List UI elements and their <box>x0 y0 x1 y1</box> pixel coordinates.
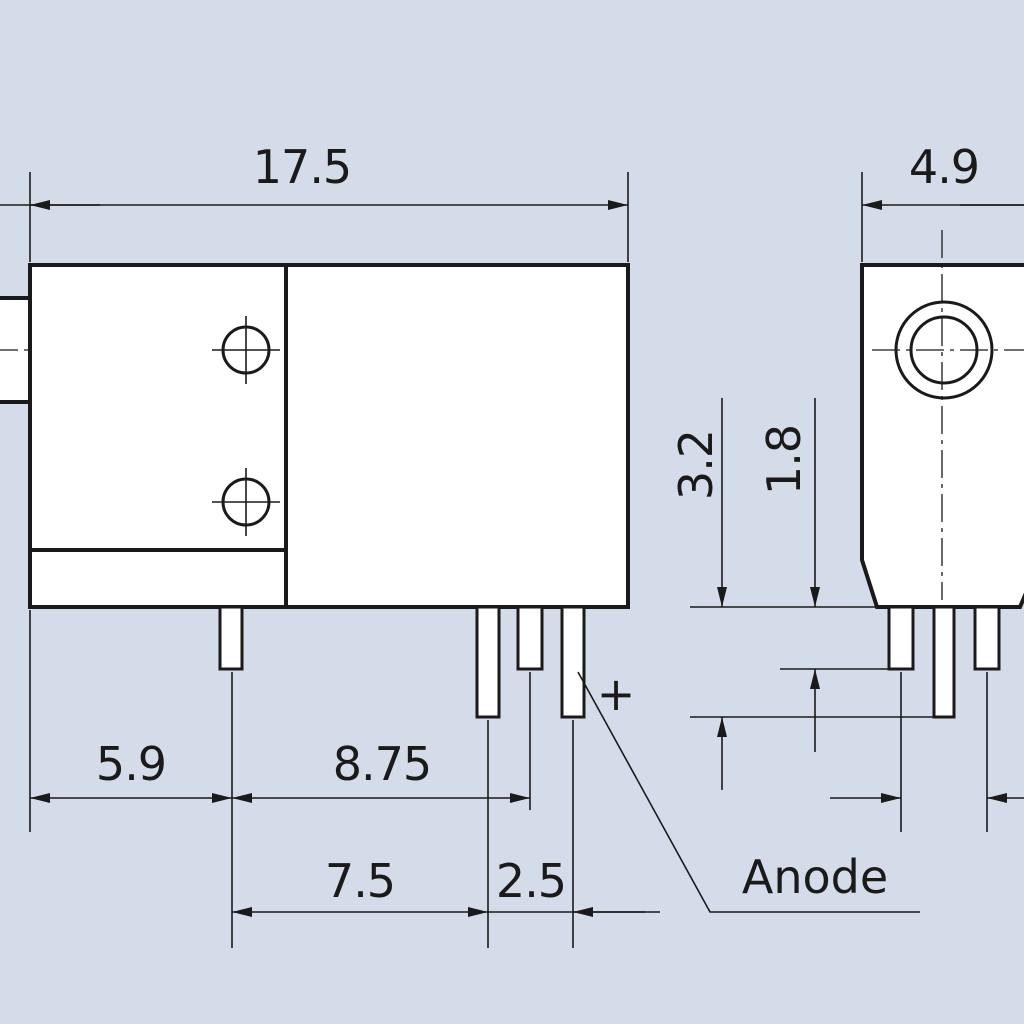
side-pin-center <box>932 605 956 719</box>
front-pin-1 <box>218 605 244 671</box>
dim-span-pin3: 8.75 <box>333 737 431 791</box>
front-pin-anode <box>560 605 586 719</box>
anode-label: Anode <box>742 850 888 904</box>
dim-overall-length: 17.5 <box>253 140 351 194</box>
vertical-dimensions: 3.2 1.8 <box>669 398 945 790</box>
dim-pin-height-long: 3.2 <box>669 430 723 500</box>
dim-side-width: 4.9 <box>909 140 979 194</box>
polarity-plus-sign: + <box>597 667 636 721</box>
front-pin-3 <box>516 605 544 671</box>
side-pin-right <box>973 605 1001 671</box>
anode-leader-line <box>577 671 920 913</box>
side-pin-left <box>887 605 915 671</box>
mounting-hole-upper <box>212 316 280 384</box>
dim-pin1-offset: 5.9 <box>96 737 166 791</box>
dim-span-pin2: 7.5 <box>325 854 395 908</box>
side-view: 4.9 <box>830 140 1024 832</box>
mounting-hole-lower <box>212 468 280 536</box>
dim-pin-height-short: 1.8 <box>757 425 811 495</box>
front-view: 17.5 5.9 8.75 7.5 2.5 + Anode <box>0 140 920 948</box>
front-body <box>28 263 630 609</box>
front-pin-2 <box>475 605 501 719</box>
dim-pin-pitch: 2.5 <box>496 854 566 908</box>
